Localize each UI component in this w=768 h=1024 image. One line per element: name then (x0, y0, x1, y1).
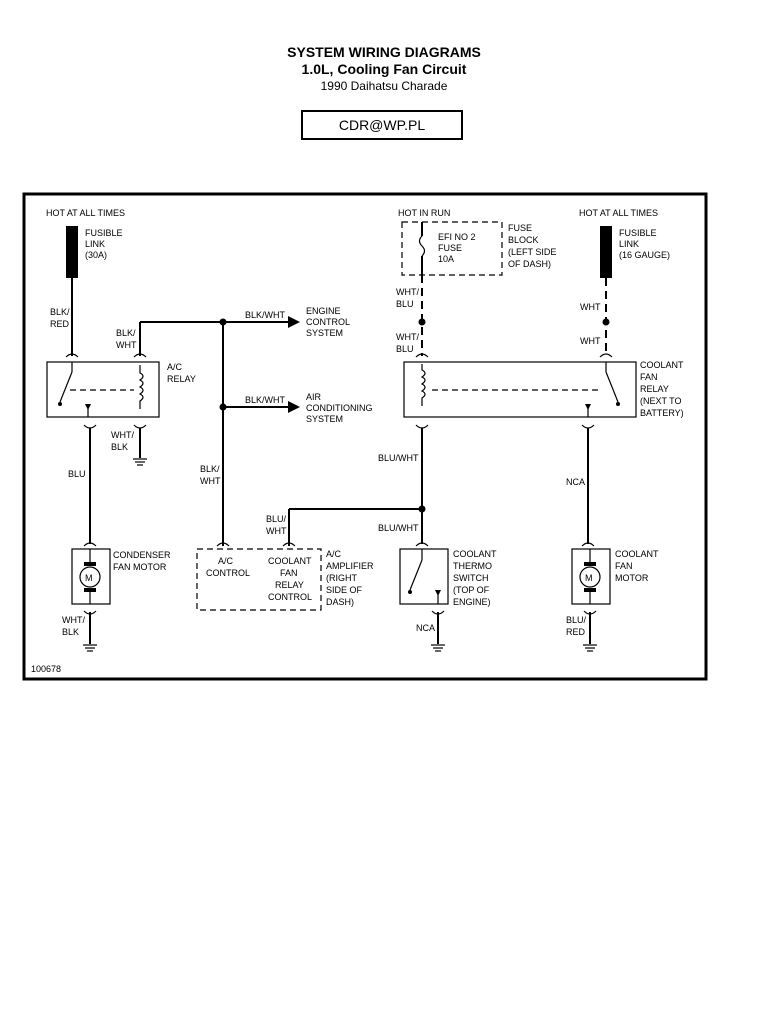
engine-control-label: ENGINE CONTROL SYSTEM (306, 306, 352, 338)
ac-control-label: A/C CONTROL (206, 556, 250, 578)
efi-fuse-icon (418, 235, 426, 257)
condenser-fan-motor-label: CONDENSER FAN MOTOR (113, 550, 173, 572)
page-title: SYSTEM WIRING DIAGRAMS (287, 44, 481, 60)
coolant-relay-contact (605, 371, 619, 403)
wire-label-blk-wht-left: BLK/ WHT (116, 328, 138, 350)
wire-label-blu-red: BLU/ RED (566, 615, 589, 637)
wire-label-wht-blk-relay: WHT/ BLK (111, 430, 137, 452)
ground-ac-relay (133, 458, 147, 466)
wire-label-wht-blk-motor: WHT/ BLK (62, 615, 88, 637)
coolant-motor-symbol: M (585, 573, 593, 583)
coolant-relay-coil (420, 364, 426, 406)
diagram-frame (22, 192, 708, 681)
ac-relay-box (46, 361, 160, 418)
coolant-motor-icon (579, 566, 601, 588)
condenser-fan-motor-box (71, 548, 111, 605)
fuse-block-label: FUSE BLOCK (LEFT SIDE OF DASH) (508, 223, 559, 269)
fusible-link-16g (600, 226, 612, 278)
watermark-stamp: CDR@WP.PL (301, 110, 463, 140)
wire-label-blu: BLU (68, 469, 86, 479)
coolant-fan-relay-label: COOLANT FAN RELAY (NEXT TO BATTERY) (640, 360, 686, 418)
wire-label-blk-red: BLK/ RED (50, 307, 72, 329)
ground-thermo-switch (431, 644, 445, 652)
wire-label-nca-right: NCA (566, 477, 585, 487)
fuse-block-box (401, 221, 503, 276)
wire-label-nca-switch: NCA (416, 623, 435, 633)
wire-label-blu-wht-amp: BLU/ WHT (266, 514, 289, 536)
ground-condenser-motor (83, 644, 97, 652)
ac-relay-label: A/C RELAY (167, 362, 196, 384)
ac-relay-contact (59, 371, 73, 403)
coolant-fan-motor-box (571, 548, 611, 605)
wire-label-wht-lower: WHT (580, 336, 601, 346)
condenser-motor-symbol: M (85, 573, 93, 583)
vehicle-label: 1990 Daihatsu Charade (320, 79, 448, 93)
wire-label-wht-blu-lower: WHT/ BLU (396, 332, 422, 354)
wire-label-blk-wht-air: BLK/WHT (245, 395, 286, 405)
air-conditioning-label: AIR CONDITIONING SYSTEM (306, 392, 375, 424)
page-subtitle: 1.0L, Cooling Fan Circuit (301, 61, 467, 77)
wire-label-blk-wht-down: BLK/ WHT (200, 464, 222, 486)
thermo-switch-contact (409, 559, 423, 591)
wire-label-blu-wht-low: BLU/WHT (378, 523, 419, 533)
coolant-fan-relay-box (403, 361, 637, 418)
left-power-source-label: HOT AT ALL TIMES (46, 208, 125, 218)
fusible-link-30a (66, 226, 78, 278)
efi-fuse-label: EFI NO 2 FUSE 10A (438, 232, 478, 264)
diagram-header: SYSTEM WIRING DIAGRAMS 1.0L, Cooling Fan… (0, 44, 768, 94)
fusible-link-30a-label: FUSIBLE LINK (30A) (85, 228, 125, 260)
wire-label-blu-wht-mid: BLU/WHT (378, 453, 419, 463)
run-power-source-label: HOT IN RUN (398, 208, 450, 218)
ac-amplifier-box (196, 548, 322, 611)
ac-amplifier-label: A/C AMPLIFIER (RIGHT SIDE OF DASH) (326, 549, 376, 607)
ac-relay-coil (138, 365, 144, 409)
coolant-fan-motor-label: COOLANT FAN MOTOR (615, 549, 661, 583)
wire-label-blk-wht-engine: BLK/WHT (245, 310, 286, 320)
wire-label-wht-blu-upper: WHT/ BLU (396, 287, 422, 309)
coolant-thermo-switch-box (399, 548, 449, 605)
figure-number: 100678 (31, 664, 61, 674)
right-power-source-label: HOT AT ALL TIMES (579, 208, 658, 218)
condenser-motor-icon (79, 566, 101, 588)
coolant-thermo-switch-label: COOLANT THERMO SWITCH (TOP OF ENGINE) (453, 549, 499, 607)
fusible-link-16g-label: FUSIBLE LINK (16 GAUGE) (619, 228, 670, 260)
wire-label-wht-upper: WHT (580, 302, 601, 312)
coolant-fan-relay-control-label: COOLANT FAN RELAY CONTROL (268, 556, 314, 602)
ground-coolant-motor (583, 644, 597, 652)
